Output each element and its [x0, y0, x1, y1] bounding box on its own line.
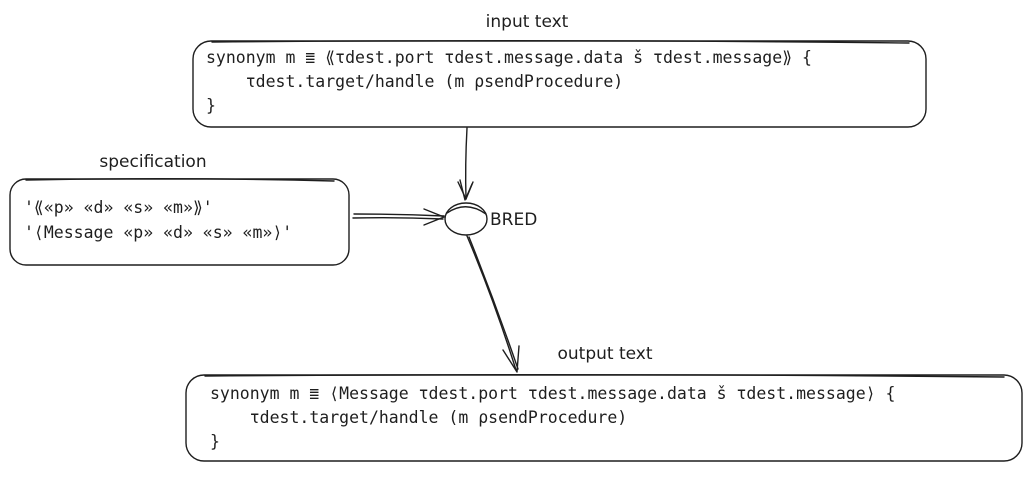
- input-code-line-2: τdest.target/handle (m ρsendProcedure): [206, 72, 623, 91]
- input-code-line-3: }: [206, 96, 216, 115]
- output-code-line-1: synonym m ≣ ⟨Message τdest.port τdest.me…: [210, 384, 895, 403]
- specification-line-1: '⟪«p» «d» «s» «m»⟫': [24, 198, 213, 217]
- specification-line-2: '⟨Message «p» «d» «s» «m»⟩': [24, 223, 292, 242]
- arrow-input-to-node: [457, 127, 474, 201]
- output-code-line-2: τdest.target/handle (m ρsendProcedure): [210, 408, 627, 427]
- input-text-title: input text: [486, 12, 569, 32]
- specification-box[interactable]: [9, 178, 350, 266]
- input-text-group: input text synonym m ≣ ⟪τdest.port τdest…: [192, 12, 927, 128]
- bred-node-label: BRED: [490, 210, 537, 230]
- arrow-node-to-output: [466, 235, 520, 373]
- input-code-line-1: synonym m ≣ ⟪τdest.port τdest.message.da…: [206, 48, 812, 67]
- output-text-group: output text synonym m ≣ ⟨Message τdest.p…: [185, 344, 1023, 462]
- specification-group: specification '⟪«p» «d» «s» «m»⟫' '⟨Mess…: [9, 152, 350, 266]
- bred-node-group: BRED: [444, 202, 537, 236]
- arrow-spec-to-node: [352, 208, 445, 226]
- specification-title: specification: [99, 152, 206, 172]
- output-text-title: output text: [557, 344, 652, 364]
- bred-node[interactable]: [444, 202, 488, 236]
- output-code-line-3: }: [210, 432, 220, 451]
